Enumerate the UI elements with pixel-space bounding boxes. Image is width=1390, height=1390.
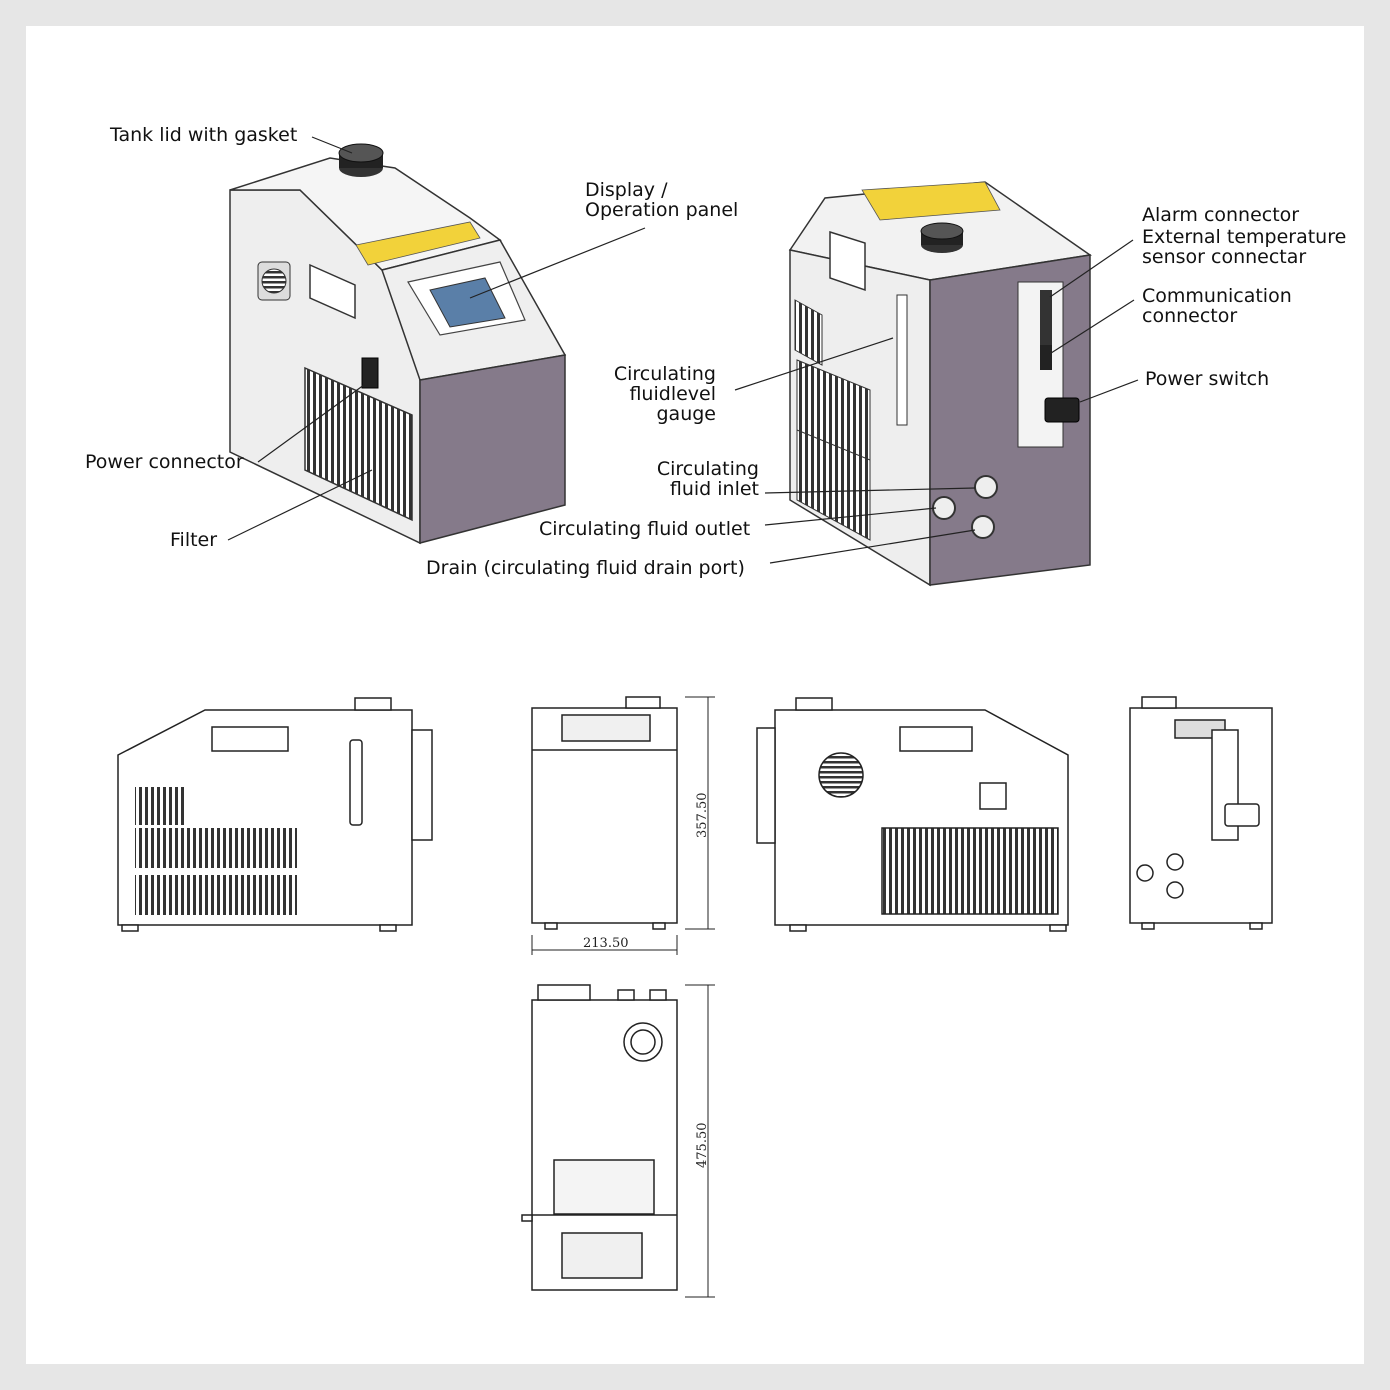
display-screen	[429, 277, 506, 328]
label-inlet-line1: Circulating	[656, 458, 759, 480]
filter-grille	[304, 366, 413, 522]
ortho-top	[521, 984, 678, 1291]
ortho-side-left	[117, 697, 433, 932]
dimension-top-depth: 475.50	[695, 1122, 710, 1169]
label-display-line2: Operation panel	[585, 199, 739, 221]
dimension-front-width: 213.50	[583, 936, 629, 951]
ortho-side-right	[756, 697, 1069, 932]
rear-grille-bottom	[796, 429, 871, 541]
unit-3d-front	[229, 143, 567, 545]
leader-lines	[227, 136, 1139, 564]
label-alarm-line1: Alarm connector	[1142, 204, 1300, 226]
tank-lid-top	[338, 143, 384, 163]
label-power-connector: Power connector	[85, 451, 244, 473]
label-outlet: Circulating fluid outlet	[539, 518, 751, 540]
label-comm-line1: Communication	[1142, 285, 1292, 307]
label-alarm-line3: sensor connectar	[1142, 246, 1307, 268]
unit-front-face	[419, 354, 566, 544]
fluid-outlet-port	[932, 496, 956, 520]
ortho-front	[531, 696, 678, 930]
power-switch-socket	[1044, 397, 1080, 423]
fluid-inlet-port	[974, 475, 998, 499]
level-gauge	[896, 294, 908, 426]
label-alarm-line2: External temperature	[1142, 226, 1347, 248]
unit-3d-rear	[788, 181, 1092, 587]
label-gauge-line3: gauge	[656, 403, 717, 425]
side-handle	[309, 263, 356, 320]
communication-connector	[1040, 345, 1052, 370]
side-fan-grille	[261, 268, 287, 294]
label-gauge-line2: fluidlevel	[629, 383, 716, 405]
label-gauge-line1: Circulating	[613, 363, 716, 385]
rear-warning-label	[861, 181, 1001, 221]
label-inlet-line2: fluid inlet	[669, 478, 759, 500]
rear-handle	[829, 230, 866, 292]
label-power-switch: Power switch	[1145, 368, 1270, 390]
warning-label	[355, 221, 481, 266]
dimension-front-height: 357.50	[695, 792, 710, 839]
label-display-line1: Display /	[585, 179, 668, 201]
rear-tank-lid-top	[920, 222, 964, 240]
label-tank-lid: Tank lid with gasket	[110, 124, 298, 146]
front-dimension-lines	[531, 696, 715, 955]
top-dimension-lines	[685, 984, 715, 1298]
ortho-rear	[1129, 696, 1273, 930]
label-drain: Drain (circulating fluid drain port)	[426, 557, 745, 579]
label-comm-line2: connector	[1142, 305, 1238, 327]
drain-port	[971, 515, 995, 539]
label-filter: Filter	[170, 529, 218, 551]
power-connector-socket	[361, 357, 379, 389]
rear-grille-top	[794, 299, 823, 366]
